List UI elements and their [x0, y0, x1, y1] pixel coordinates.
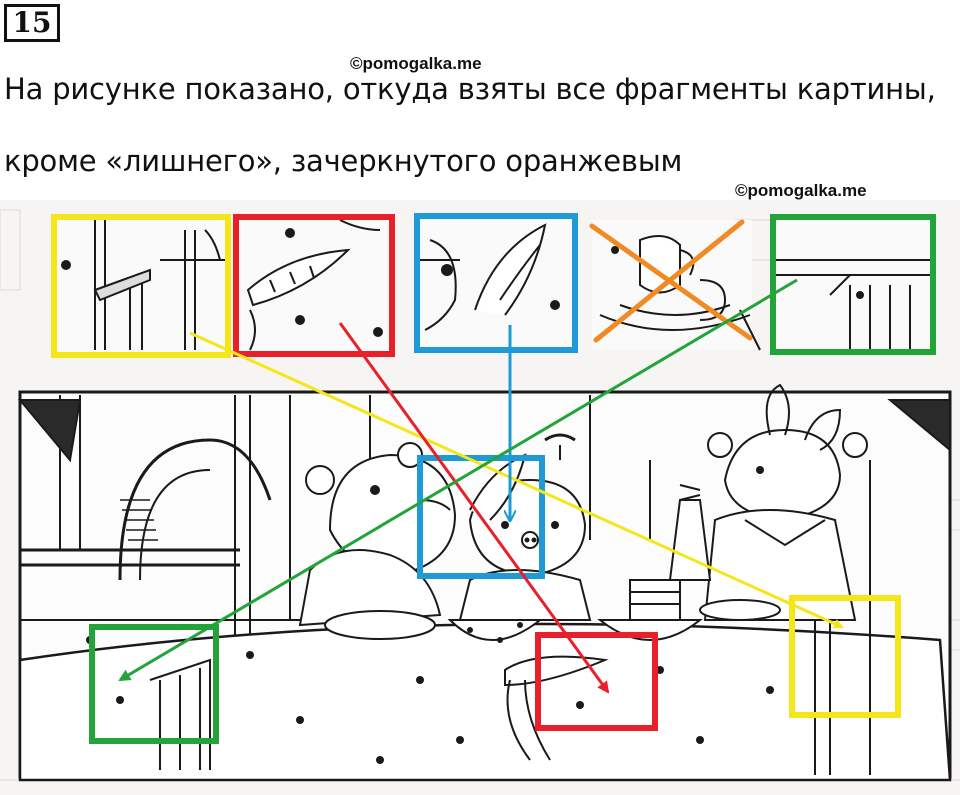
- fragment-1-frame-yellow: [51, 214, 231, 358]
- watermark: ©pomogalka.me: [735, 181, 867, 200]
- fragment-3-frame-blue: [414, 213, 578, 353]
- match-frame-blue: [417, 455, 545, 579]
- fragment-2-frame-red: [233, 214, 395, 357]
- arrow-green: [118, 278, 798, 682]
- match-frame-red: [535, 632, 658, 731]
- task-text-line-2: кроме «лишнего», зачеркнутого оранжевым: [4, 144, 683, 178]
- main-picture: [17, 383, 952, 782]
- arrow-red: [338, 322, 610, 694]
- match-frame-yellow: [789, 595, 901, 718]
- task-text-line-1: На рисунке показано, откуда взяты все фр…: [4, 72, 936, 106]
- fragment-4-orange-cross: [589, 219, 753, 343]
- task-number-box: 15: [4, 4, 60, 42]
- match-frame-green: [89, 624, 219, 744]
- fragment-2-carrot: [238, 218, 390, 354]
- fragment-5-frame-green: [770, 214, 936, 355]
- fragment-5-table-corner: [775, 218, 931, 350]
- picture-fragments-illustration: [0, 200, 960, 795]
- fragment-3-pig-ear: [418, 218, 572, 350]
- illustration-svg: [0, 200, 960, 795]
- arrow-yellow: [189, 331, 844, 629]
- watermark: ©pomogalka.me: [350, 54, 482, 73]
- fragment-1-chair: [56, 218, 228, 354]
